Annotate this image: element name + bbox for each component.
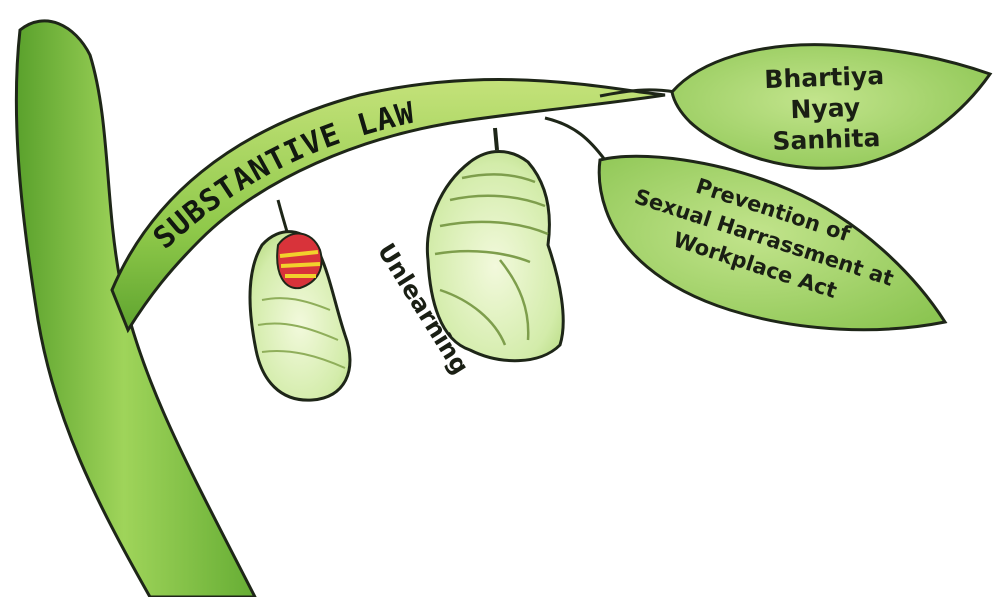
lower-leaf-stalk	[545, 118, 605, 160]
leaf-text-line: Nyay	[790, 93, 861, 124]
cocoon-thread-left	[278, 200, 288, 235]
leaf-text-line: Sanhita	[772, 123, 881, 156]
cocoon-thread-right	[495, 128, 497, 150]
emerging-butterfly	[277, 234, 321, 289]
leaf-text-line: Bhartiya	[764, 61, 885, 94]
